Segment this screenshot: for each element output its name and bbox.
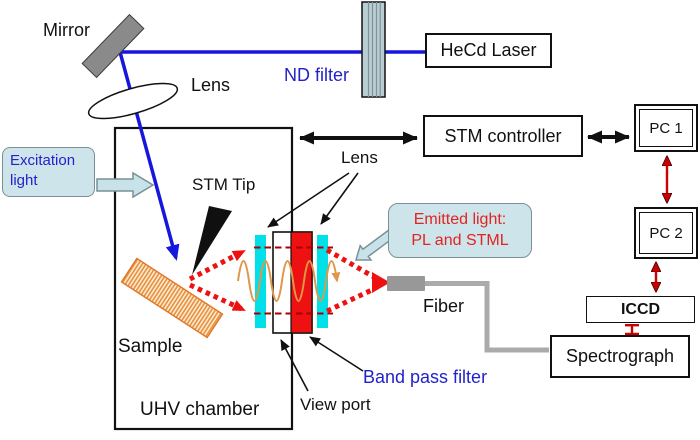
sample-label: Sample [118, 336, 183, 357]
pc2-screen: PC 2 [639, 212, 693, 254]
pc1-screen: PC 1 [639, 109, 693, 147]
lens-top-label: Lens [191, 75, 231, 95]
emitted-light-line2: PL and STML [411, 231, 509, 249]
mirror-shape [81, 13, 145, 79]
view-port-pointer [280, 339, 309, 392]
fiber-label: Fiber [423, 296, 465, 316]
laser-beam-to-sample [118, 51, 180, 261]
excitation-light-callout: Excitation light [2, 147, 95, 197]
emitted-light-lower-left [188, 282, 246, 313]
emitted-light-lower-right [325, 286, 376, 314]
iccd-box: ICCD [586, 296, 695, 323]
stm-tip-label: STM Tip [192, 175, 256, 194]
mirror-label: Mirror [43, 20, 90, 40]
view-port-label: View port [300, 395, 371, 414]
excitation-light-arrow [96, 171, 155, 199]
nd-filter-shape [361, 1, 386, 98]
pc2-box: PC 2 [634, 207, 698, 259]
lens-pointer-right [320, 172, 359, 225]
lens-ellipse [87, 82, 179, 120]
uhv-chamber-label: UHV chamber [140, 399, 260, 420]
iccd-label: ICCD [620, 300, 661, 318]
sample-shape [120, 257, 224, 339]
band-pass-pointer [309, 336, 364, 372]
excitation-light-line1: Excitation [10, 152, 76, 169]
band-pass-filter-label: Band pass filter [363, 367, 488, 387]
spectrograph-label: Spectrograph [565, 346, 675, 366]
spectrograph-box: Spectrograph [550, 335, 690, 378]
fiber-cable [425, 281, 549, 353]
pc1-label: PC 1 [649, 119, 683, 137]
fiber-connector [387, 276, 425, 291]
pc2-label: PC 2 [649, 224, 683, 242]
hecd-laser-box: HeCd Laser [425, 33, 552, 68]
iccd-spectrograph-link [625, 324, 639, 336]
lens-pointer-left [267, 172, 350, 228]
stm-controller-box-label: STM controller [444, 125, 562, 146]
lens-mid-label: Lens [341, 148, 378, 167]
stm-controller-box: STM controller [423, 115, 583, 157]
light-wave [237, 260, 341, 302]
hecd-laser-box-label: HeCd Laser [440, 40, 537, 60]
emitted-light-line1: Emitted light: [413, 211, 507, 228]
excitation-light-line2: light [10, 171, 38, 189]
band-pass-filter-shape [290, 231, 313, 334]
pc1-box: PC 1 [634, 104, 698, 152]
emitted-light-upper-right [325, 247, 376, 280]
emitted-light-focus-arrow [372, 272, 390, 293]
emitted-light-upper-left [188, 248, 246, 282]
collection-lens-right [317, 235, 328, 328]
stm-tip-shape [192, 206, 232, 275]
nd-filter-label: ND filter [284, 65, 350, 85]
emitted-light-callout: Emitted light: PL and STML [388, 203, 532, 258]
